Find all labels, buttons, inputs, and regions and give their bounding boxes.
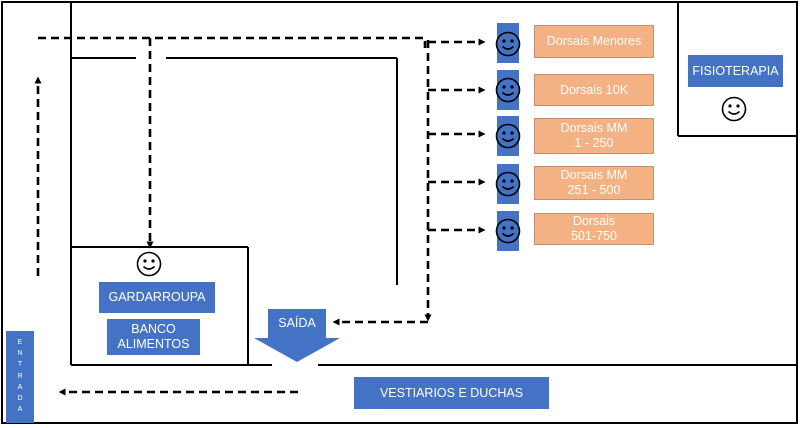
entrada-label: E N T R A D A bbox=[17, 339, 23, 414]
smiley-face-icon bbox=[495, 123, 521, 149]
flow-arrows bbox=[34, 36, 486, 396]
smiley-face-icon bbox=[721, 96, 747, 122]
smiley-face-icon bbox=[495, 171, 521, 197]
saida-arrow bbox=[254, 309, 340, 362]
vestiarios-duchas-box: VESTIARIOS E DUCHAS bbox=[354, 377, 549, 409]
smiley-face-icon bbox=[136, 251, 162, 277]
dorsais-501-750-box: Dorsais 501-750 bbox=[534, 213, 654, 245]
entrada-box: E N T R A D A bbox=[6, 331, 34, 423]
dorsais-mm-251-500-box: Dorsais MM 251 - 500 bbox=[534, 166, 654, 200]
dorsais-mm-1-250-box: Dorsais MM 1 - 250 bbox=[534, 118, 654, 154]
saida-label: SAÍDA bbox=[278, 315, 316, 330]
fisioterapia-box: FISIOTERAPIA bbox=[688, 55, 783, 87]
banco-alimentos-box: BANCO ALIMENTOS bbox=[107, 319, 200, 355]
dorsais-menores-box: Dorsais Menores bbox=[534, 25, 654, 58]
arrow-right-icon bbox=[38, 36, 427, 48]
smiley-face-icon bbox=[495, 31, 521, 57]
gardarroupa-box: GARDARROUPA bbox=[99, 282, 215, 313]
dorsais-10k-box: Dorsais 10K bbox=[534, 74, 654, 106]
smiley-face-icon bbox=[495, 218, 521, 244]
walls bbox=[70, 3, 797, 366]
smiley-face-icon bbox=[495, 77, 521, 103]
